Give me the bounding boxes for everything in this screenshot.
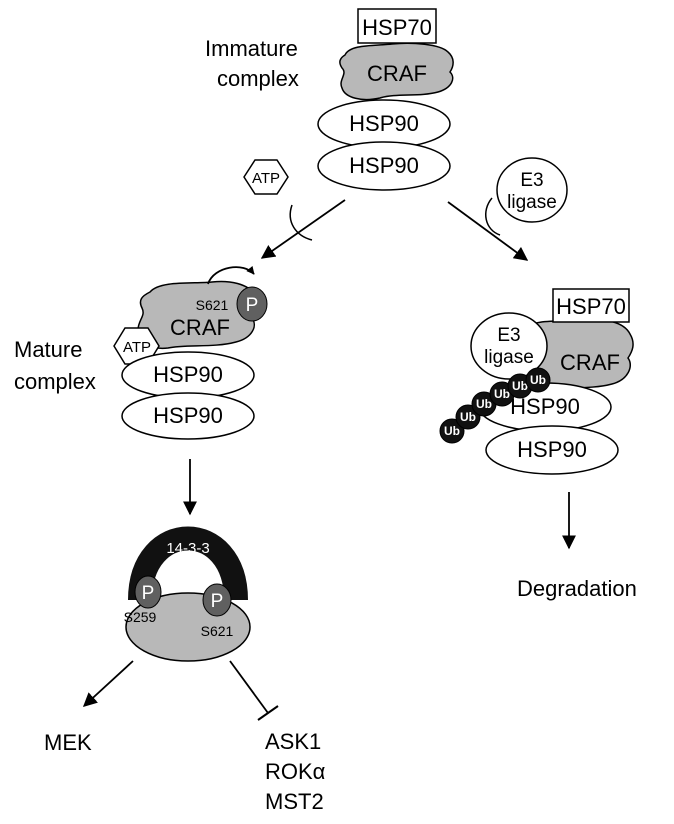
- inhibition-bar: [257, 705, 279, 721]
- atp-label-bound: ATP: [123, 339, 151, 356]
- hsp90-mature-upper-label: HSP90: [153, 362, 223, 387]
- ubiquitin-1-label: Ub: [444, 424, 460, 438]
- hsp90-mature-lower-label: HSP90: [153, 403, 223, 428]
- arrow-to-mek: [82, 660, 134, 707]
- phospho-s259-label: P: [142, 583, 155, 604]
- hsp70-label: HSP70: [362, 15, 432, 40]
- ubiquitin-3-label: Ub: [476, 397, 492, 411]
- hsp70-box: [357, 8, 437, 44]
- fourteen-three-three-arc: [128, 526, 248, 601]
- hsp90-lower: [317, 141, 451, 191]
- arrow-to-mature: [260, 199, 346, 259]
- phospho-s621-mature: [236, 286, 268, 322]
- phospho-label-mature: P: [246, 295, 259, 316]
- ubiquitin-2-label: Ub: [460, 410, 476, 424]
- mst2-label: MST2: [265, 789, 324, 814]
- s259-label: S259: [124, 609, 157, 625]
- e3-label-line1: E3: [520, 170, 543, 191]
- s621-label: S621: [201, 623, 234, 639]
- atp-label: ATP: [252, 170, 280, 187]
- atp-hexagon-bound: [113, 327, 160, 365]
- e3-bound-line2: ligase: [484, 347, 534, 368]
- atp-hexagon-free: ATP: [243, 159, 289, 195]
- arrow-to-degradation-complex: [447, 201, 529, 261]
- rok-alpha-label: ROKα: [265, 759, 326, 784]
- hsp90-lower-label: HSP90: [349, 153, 419, 178]
- e3-label-line2: ligase: [507, 192, 557, 213]
- hsp90-degradation-lower-label: HSP90: [517, 437, 587, 462]
- immature-label-line2: complex: [217, 66, 299, 91]
- s621-label-mature: S621: [196, 297, 229, 313]
- immature-complex: Immature complex HSP70 CRAF HSP90 HSP90: [205, 8, 454, 191]
- fourteen-three-three-label: 14-3-3: [166, 540, 209, 557]
- atp-joining-curve: [289, 204, 313, 241]
- phospho-s259: [134, 575, 162, 609]
- ask1-label: ASK1: [265, 729, 321, 754]
- craf-label-degradation: CRAF: [560, 350, 620, 375]
- craf-label-mature: CRAF: [170, 315, 230, 340]
- e3-joining-curve: [484, 197, 501, 236]
- immature-label-line1: Immature: [205, 36, 298, 61]
- hsp90-mature-lower: [121, 392, 255, 440]
- craf-blob: [339, 42, 454, 101]
- ubiquitin-1: [439, 418, 465, 444]
- phospho-s621: [202, 583, 232, 617]
- inhibition-line: [229, 660, 269, 714]
- mek-label: MEK: [44, 730, 92, 755]
- craf-label: CRAF: [367, 61, 427, 86]
- hsp90-upper-label: HSP90: [349, 111, 419, 136]
- degradation-complex: CRAF HSP70 E3 ligase HSP90 HSP90 Ub Ub U…: [439, 288, 634, 475]
- ubiquitin-6: [525, 367, 551, 393]
- polyubiquitin-chain: Ub Ub Ub Ub Ub Ub: [439, 367, 551, 444]
- ubiquitin-6-label: Ub: [530, 373, 546, 387]
- hsp70-box-degradation: [552, 288, 630, 323]
- phosphorylation-curved-arrow: [207, 265, 255, 285]
- degradation-label: Degradation: [517, 576, 637, 601]
- mature-complex: Mature complex S621 CRAF P ATP HSP90 HSP…: [14, 265, 268, 440]
- ubiquitin-4-label: Ub: [494, 387, 510, 401]
- mature-label-line2: complex: [14, 369, 96, 394]
- ubiquitin-5-label: Ub: [512, 379, 528, 393]
- e3-bound-line1: E3: [497, 325, 520, 346]
- fourteen-three-three-complex: 14-3-3 P P S259 S621: [124, 526, 251, 662]
- e3-ligase-bound: [470, 312, 548, 380]
- mature-label-line1: Mature: [14, 337, 82, 362]
- craf-blob-mature: [137, 280, 258, 350]
- hsp90-degradation-lower: [485, 425, 619, 475]
- phospho-s621-label: P: [211, 591, 224, 612]
- e3-ligase-free: E3 ligase: [496, 157, 568, 223]
- hsp70-label-degradation: HSP70: [556, 294, 626, 319]
